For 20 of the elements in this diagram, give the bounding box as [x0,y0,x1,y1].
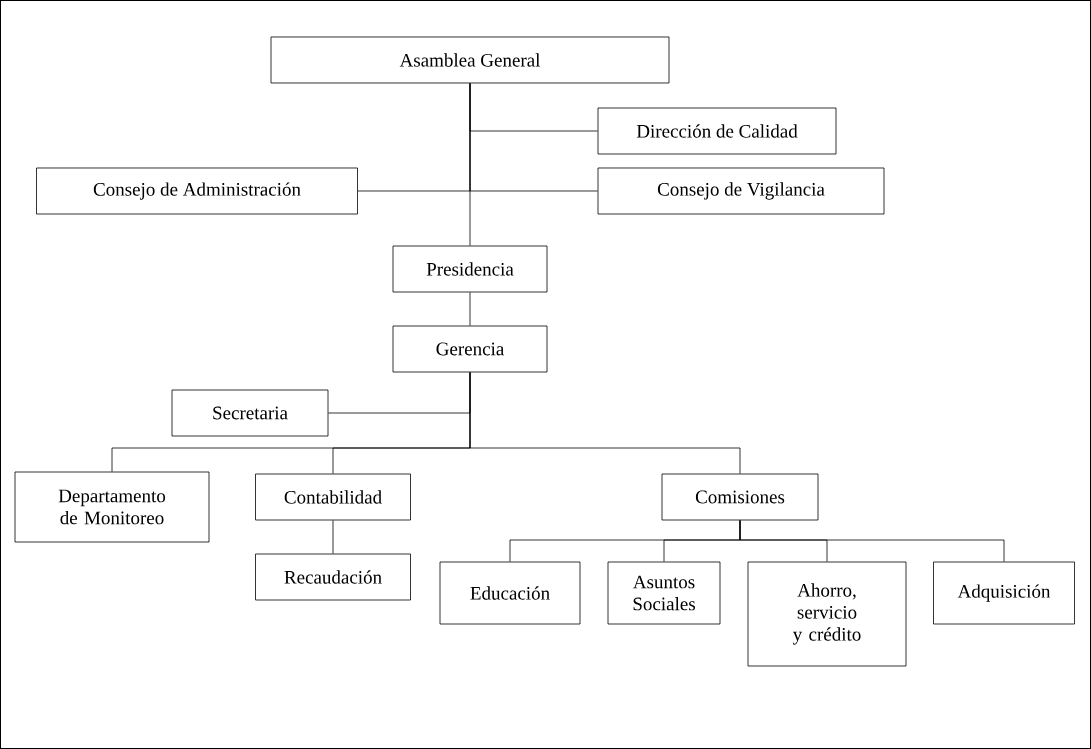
org-box: Consejo de Vigilancia [597,167,885,215]
org-box: Ahorro, servicio y crédito [747,561,907,667]
org-box: Adquisición [933,561,1075,625]
org-box: Departamento de Monitoreo [14,471,210,543]
org-box: Educación [439,561,581,625]
org-box: Comisiones [661,473,819,521]
org-box: Asuntos Sociales [607,561,721,625]
connector-line [739,520,1005,562]
connector-line [469,83,471,246]
connector-line [469,292,471,326]
org-box: Presidencia [392,245,548,293]
org-box: Recaudación [255,553,411,601]
org-box: Asamblea General [270,36,670,84]
org-box: Consejo de Administración [36,167,358,215]
connector-line [332,520,334,554]
connector-line [469,372,741,474]
org-box: Dirección de Calidad [597,107,837,155]
org-box: Gerencia [392,325,548,373]
org-box: Contabilidad [255,473,411,521]
org-box: Secretaria [171,389,329,437]
